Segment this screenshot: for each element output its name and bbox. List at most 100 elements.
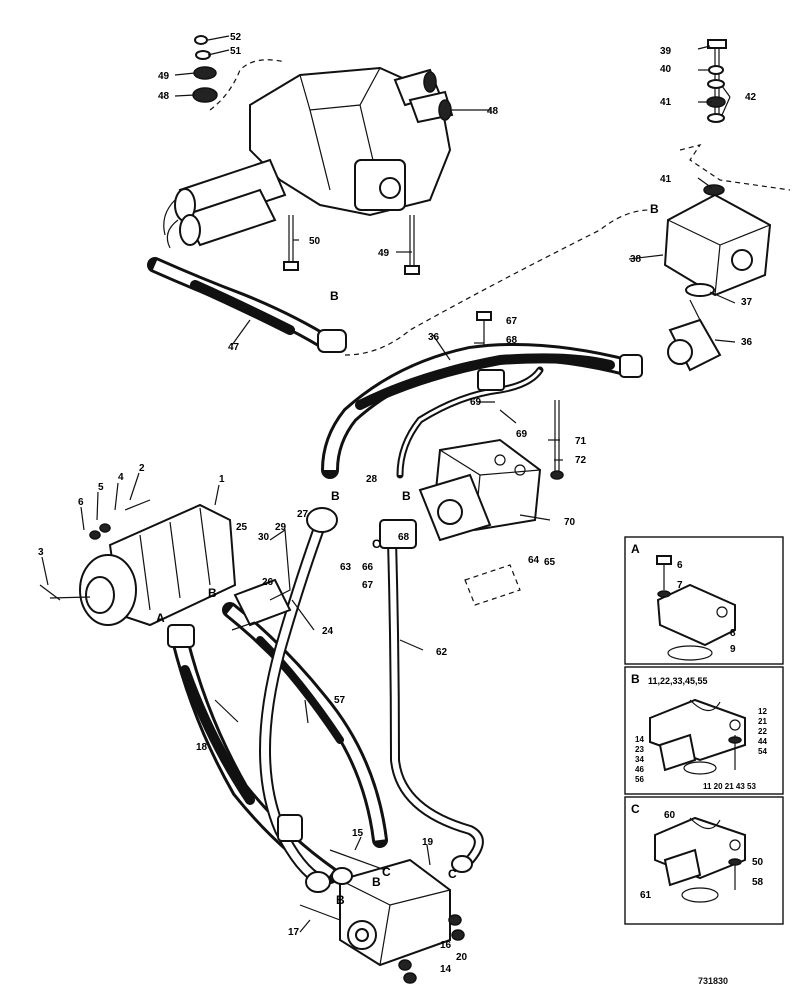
callout-16: 16 [440,940,452,951]
callout-37: 37 [741,297,753,308]
callout-64: 64 [528,555,540,566]
inset-b-letter: B [631,672,640,686]
callout-67-top: 67 [506,316,518,327]
callout-38: 38 [630,254,642,265]
connection-b-pump: B [208,586,217,600]
inset-c-label-50: 50 [752,857,764,868]
callout-29: 29 [275,522,287,533]
callout-17: 17 [288,927,300,938]
inset-a-label-8: 8 [730,628,736,639]
inset-b-right-44: 44 [758,737,767,746]
callout-14: 14 [440,964,452,975]
callout-25: 25 [236,522,248,533]
callout-50: 50 [309,236,321,247]
callout-57: 57 [334,695,346,706]
inset-b-box [624,666,784,795]
connection-b-hose: B [331,489,340,503]
callout-41: 41 [660,97,672,108]
callout-6: 6 [78,497,84,508]
connection-c-mid: C [372,537,381,551]
connection-c-lower: C [382,865,391,879]
inset-b-right-21: 21 [758,717,767,726]
callout-15: 15 [352,828,364,839]
callout-4: 4 [118,472,124,483]
callout-71: 71 [575,436,587,447]
callout-40: 40 [660,64,672,75]
callout-66: 66 [362,562,374,573]
callout-48: 48 [487,106,499,117]
callout-63: 63 [340,562,352,573]
callout-2: 2 [139,463,145,474]
callout-28: 28 [366,474,378,485]
callout-67: 67 [362,580,374,591]
callout-26: 26 [262,577,274,588]
callout-70: 70 [564,517,576,528]
callout-52: 52 [230,32,242,43]
inset-b-left-23: 23 [635,745,644,754]
callout-48-top: 48 [158,91,170,102]
callout-69: 69 [470,397,482,408]
callout-1: 1 [219,474,225,485]
inset-c-label-58: 58 [752,877,764,888]
connection-b-lower2: B [336,893,345,907]
callout-49-top: 49 [158,71,170,82]
callout-18: 18 [196,742,208,753]
inset-panels [624,536,784,925]
inset-b-right-12: 12 [758,707,767,716]
steering-valve-block [299,849,473,984]
inset-c-letter: C [631,802,640,816]
callout-69b: 69 [516,429,528,440]
callout-24: 24 [322,626,334,637]
inset-a-label-9: 9 [730,644,736,655]
control-valve [163,35,454,275]
inset-c-label-61: 61 [640,890,652,901]
inset-b-left-14: 14 [635,735,644,744]
callout-5: 5 [98,482,104,493]
inset-a-label-7: 7 [677,580,683,591]
inset-a-letter: A [631,542,640,556]
callout-65: 65 [544,557,556,568]
callout-20: 20 [456,952,468,963]
callout-27: 27 [297,509,309,520]
inset-c-label-60: 60 [664,810,676,821]
connection-b-block: B [650,202,659,216]
hose-35 [321,311,643,479]
inset-b-top-label: 11,22,33,45,55 [648,676,708,686]
callout-35: 36 [428,332,440,343]
hose-47 [147,209,651,356]
callout-68-top: 68 [506,335,518,346]
connection-a-pump: A [156,611,165,625]
callout-68: 68 [398,532,410,543]
callout-30: 30 [258,532,270,543]
inset-b-left-46: 46 [635,765,644,774]
callout-41b: 41 [660,174,672,185]
spacer-block [663,39,791,372]
callout-3: 3 [38,547,44,558]
callout-19: 19 [422,837,434,848]
inset-b-right-22: 22 [758,727,767,736]
connection-c-lower2: C [448,867,457,881]
inset-c-box [624,796,784,925]
connection-b-lower: B [372,875,381,889]
inset-b-left-34: 34 [635,755,644,764]
hoses-lower [167,507,484,886]
callout-62: 62 [436,647,448,658]
connection-b-valve: B [330,289,339,303]
inset-b-bottom-label: 11 20 21 43 53 [703,782,756,791]
inset-a-label-6: 6 [677,560,683,571]
callout-36: 36 [741,337,753,348]
connection-b-hose2: B [402,489,411,503]
flow-divider-valve [418,400,564,606]
callout-39: 39 [660,46,672,57]
callout-42: 42 [745,92,757,103]
inset-a-box [624,536,784,665]
callout-47: 47 [228,342,240,353]
hydraulic-pump [39,499,237,627]
inset-b-left-56: 56 [635,775,644,784]
leader-lines [41,35,736,933]
callout-51: 51 [230,46,242,57]
drawing-number: 731830 [698,976,729,986]
callout-72: 72 [575,455,587,466]
inset-b-right-54: 54 [758,747,767,756]
